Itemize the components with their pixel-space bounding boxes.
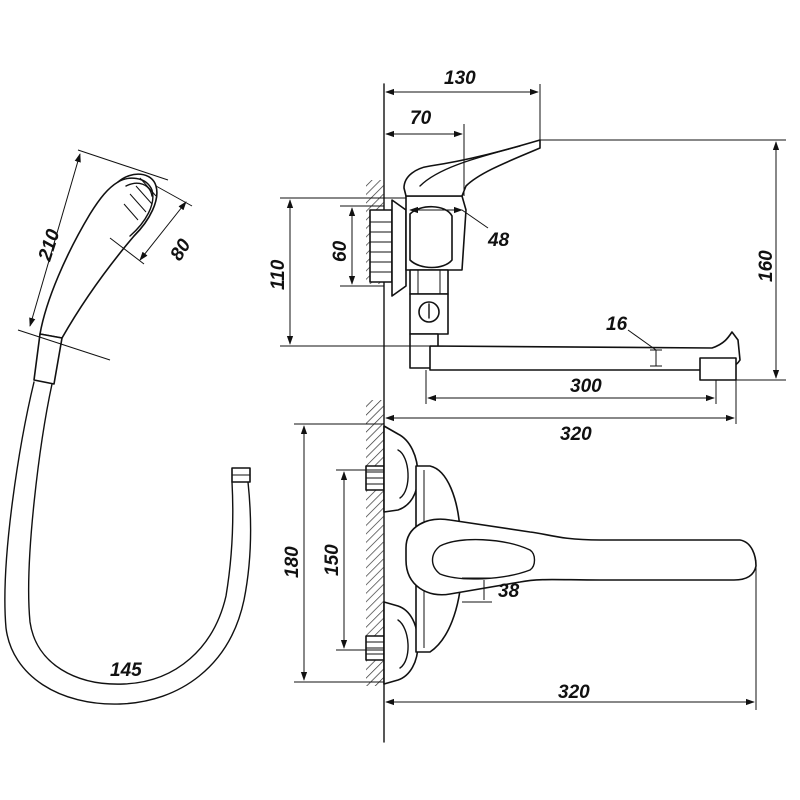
dim-lever-width: 38 — [462, 577, 520, 603]
svg-text:300: 300 — [570, 376, 602, 397]
dim-spout-thickness: 16 — [606, 314, 662, 367]
faucet-plan-view — [365, 425, 757, 685]
svg-text:110: 110 — [268, 259, 289, 290]
svg-text:70: 70 — [410, 108, 432, 129]
svg-text:210: 210 — [34, 226, 64, 264]
svg-text:130: 130 — [444, 68, 476, 89]
dim-hose-length: 145 — [110, 660, 142, 681]
dim-total-depth: 130 — [385, 68, 541, 140]
dim-body-diameter: 48 — [409, 206, 510, 251]
svg-text:320: 320 — [558, 682, 590, 703]
svg-text:180: 180 — [282, 546, 303, 578]
svg-text:80: 80 — [166, 235, 195, 264]
svg-text:48: 48 — [487, 230, 510, 251]
shower-head — [33, 173, 158, 385]
dim-plan-reach: 320 — [385, 560, 757, 710]
dim-plan-height: 180 — [282, 423, 384, 683]
svg-text:60: 60 — [330, 240, 351, 262]
svg-text:150: 150 — [322, 544, 343, 576]
svg-text:320: 320 — [560, 424, 592, 445]
dim-body-depth: 70 — [385, 108, 465, 196]
dim-spout-reach: 320 — [385, 380, 737, 445]
dim-outlet-height: 110 — [268, 197, 430, 347]
svg-text:160: 160 — [756, 250, 777, 282]
dim-overall-height: 160 — [540, 139, 786, 381]
dim-center-distance: 150 — [322, 469, 384, 651]
svg-text:16: 16 — [606, 314, 628, 335]
dim-spout-length: 300 — [425, 370, 717, 404]
faucet-side-view — [369, 139, 741, 381]
shower-hose — [4, 381, 252, 705]
svg-text:38: 38 — [498, 581, 520, 602]
dim-connector-distance: 60 — [330, 205, 384, 287]
